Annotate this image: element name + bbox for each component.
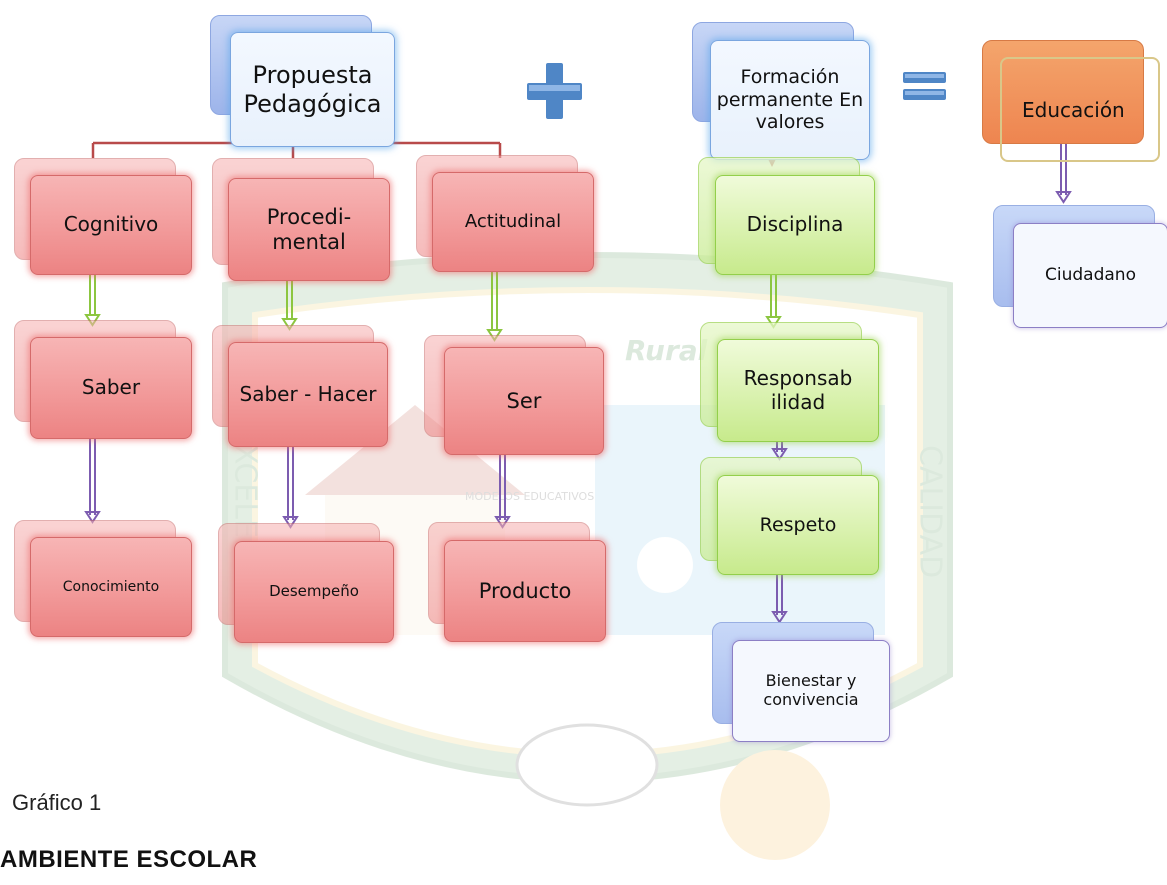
watermark-right-text: CALIDAD bbox=[913, 445, 948, 578]
dimension-label-3: Actitudinal bbox=[432, 172, 594, 272]
resultado-label-3: Producto bbox=[444, 540, 606, 642]
bienestar-label: Bienestar y convivencia bbox=[732, 640, 890, 742]
valor-label-2: Responsab ilidad bbox=[717, 339, 879, 442]
plus-sign bbox=[527, 63, 582, 119]
saber-label-3: Ser bbox=[444, 347, 604, 455]
propuesta-label: Propuesta Pedagógica bbox=[230, 32, 395, 147]
resultado-label-1: Conocimiento bbox=[30, 537, 192, 637]
dimension-label-2: Procedi- mental bbox=[228, 178, 390, 281]
saber-label-1: Saber bbox=[30, 337, 192, 439]
valor-label-3: Respeto bbox=[717, 475, 879, 575]
section-heading: AMBIENTE ESCOLAR bbox=[0, 846, 258, 873]
formacion-label: Formación permanente En valores bbox=[710, 40, 870, 160]
saber-label-2: Saber - Hacer bbox=[228, 342, 388, 447]
dimension-label-1: Cognitivo bbox=[30, 175, 192, 275]
valor-label-1: Disciplina bbox=[715, 175, 875, 275]
equals-sign bbox=[903, 72, 946, 100]
ciudadano-label: Ciudadano bbox=[1013, 223, 1167, 328]
resultado-label-2: Desempeño bbox=[234, 541, 394, 643]
figure-caption: Gráfico 1 bbox=[12, 790, 102, 815]
educacion-label: Educación bbox=[1000, 57, 1160, 162]
diagram-canvas: EXCELENCIA CALIDAD Rural ... les MODELOS… bbox=[0, 15, 1167, 873]
connector-layer bbox=[84, 63, 1072, 624]
watermark-inner-text: MODELOS EDUCATIVOS bbox=[465, 490, 594, 503]
